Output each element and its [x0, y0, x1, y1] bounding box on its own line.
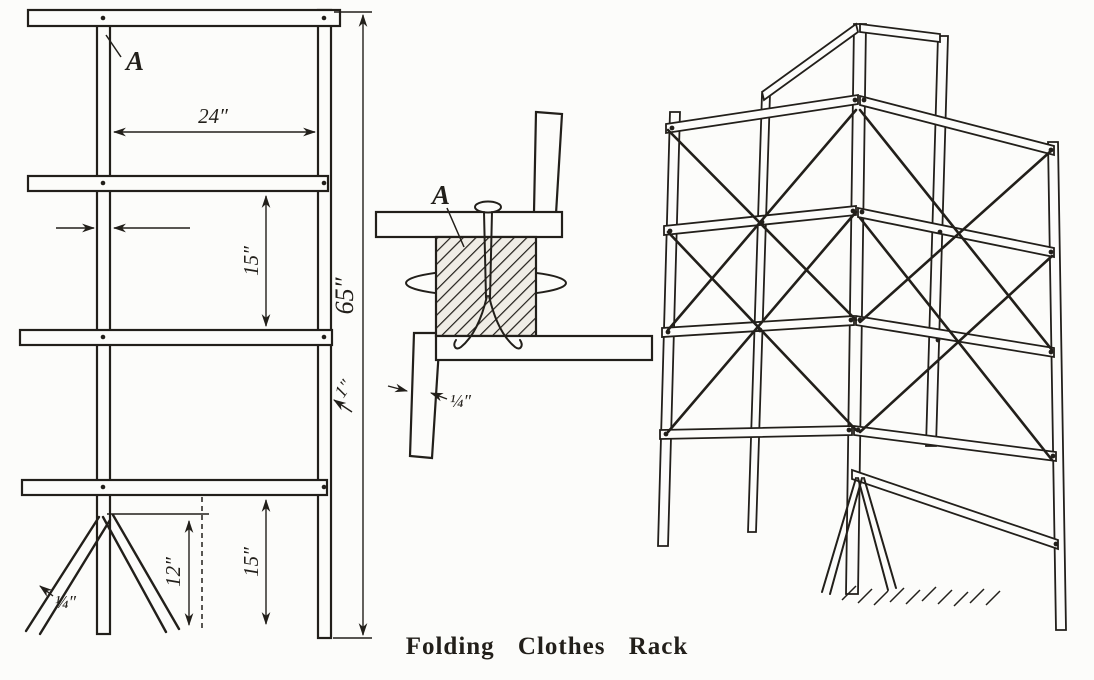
- perspective-right-rails: [851, 94, 1059, 551]
- front-leg-brace: [24, 497, 209, 636]
- front-rails: [18, 8, 342, 497]
- detail-stock-label: ¼″: [450, 391, 472, 411]
- perspective-diagonal-braces: [666, 108, 1054, 462]
- front-joint-label-text: A: [124, 46, 144, 76]
- detail-lower-slat: [434, 334, 654, 362]
- front-joint-label: A: [105, 34, 144, 76]
- detail-lower-post: [408, 331, 442, 460]
- front-elevation-view: A 24″ 15″ 15″ 65″: [18, 8, 372, 640]
- pivot-joint-detail-view: A ¼″: [374, 110, 654, 460]
- rail-thickness-label: 1″: [330, 376, 356, 401]
- perspective-legs: [821, 477, 897, 595]
- leg-height-dimension: 12″: [161, 519, 194, 627]
- perspective-hinge-dots: [663, 97, 1059, 547]
- detail-joint-label-text: A: [430, 180, 450, 210]
- leg-stock-label: ¼″: [55, 592, 77, 612]
- rail-thickness-dimension: 1″: [330, 376, 356, 413]
- overall-height-dimension: 65″: [330, 11, 372, 639]
- detail-upper-slat: [374, 210, 564, 239]
- detail-upper-post: [532, 110, 564, 216]
- detail-joint-label: A: [430, 180, 465, 248]
- ground-hatch-marks: [841, 585, 1001, 607]
- width-dimension: 24″: [112, 104, 317, 137]
- leg-stock-dimension: ¼″: [39, 585, 77, 612]
- overall-height-label: 65″: [330, 276, 359, 314]
- figure-caption: Folding Clothes Rack: [405, 633, 689, 660]
- perspective-view: [657, 22, 1067, 631]
- front-rivet-dots: [100, 15, 327, 490]
- perspective-top-braces: [760, 22, 941, 102]
- lower-spacing-dimension: 15″: [239, 498, 271, 626]
- detail-clinched-nail: [453, 200, 523, 350]
- detail-stock-dimension: ¼″: [387, 383, 472, 411]
- width-dim-label: 24″: [198, 104, 228, 128]
- front-right-post: [316, 8, 333, 640]
- front-left-post: [95, 12, 112, 636]
- upper-spacing-label: 15″: [239, 246, 263, 276]
- lower-spacing-label: 15″: [239, 547, 263, 577]
- upper-spacing-dimension: 15″: [239, 194, 271, 328]
- leg-height-label: 12″: [161, 557, 185, 587]
